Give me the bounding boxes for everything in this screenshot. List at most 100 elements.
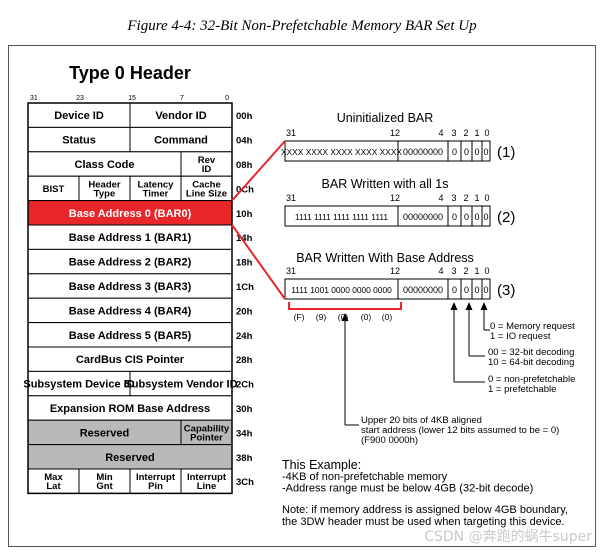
header-cell: Interrupt [187,472,227,483]
bit0-annotation: 0 = Memory request [490,321,575,332]
header-cell: Pointer [190,432,223,443]
header-table-border [27,102,233,495]
bar-diagram-1-tag: (1) [497,144,515,161]
upper20-annotation: Upper 20 bits of 4KB aligned [361,415,482,426]
header-cell: Class Code [75,159,135,171]
header-cell: Subsystem Vendor ID [124,379,237,391]
header-cell: Command [154,135,208,147]
bit3-annotation: 0 = non-prefetchable [488,374,575,385]
bar-diagram-1-field: 0 [452,147,457,157]
header-title: Type 0 Header [69,63,191,83]
bar-diagram-3-field: 0 [474,285,479,295]
header-offset-label: 00h [236,111,253,122]
header-cell: Reserved [105,452,155,464]
bits21-arrow-head [465,302,473,310]
bar-diagram-2-bit-label: 3 [451,193,456,203]
header-cell: Timer [143,188,169,199]
bar0-connector-bottom [231,224,286,300]
header-cell: Base Address 5 (BAR5) [69,330,192,342]
hex-digit-label: (0) [338,312,349,322]
header-offset-label: 28h [236,355,253,366]
bit3-annotation: 1 = prefetchable [488,384,556,395]
upper20-arrow-head [341,313,349,321]
header-row-38h [27,444,233,470]
header-offset-label: 34h [236,428,253,439]
bar-diagram-3-bit-label: 3 [451,266,456,276]
upper20-annotation: (F900 0000h) [361,435,418,446]
bit3-arrow-head [450,302,458,310]
bar-diagram-2-field: 0 [452,212,457,222]
bar-diagram-3-bit-label: 31 [286,266,296,276]
bar-diagram-3-bit-label: 12 [390,266,400,276]
hex-digit-label: (0) [361,312,372,322]
header-cell: Base Address 2 (BAR2) [69,257,192,269]
header-cell: Vendor ID [155,110,206,122]
bar-diagram-3-bit-label: 4 [438,266,443,276]
header-cell: Min [96,472,113,483]
header-cell: Subsystem Device ID [23,379,134,391]
header-cell: Base Address 4 (BAR4) [69,305,192,317]
figure-caption: Figure 4-4: 32-Bit Non-Prefetchable Memo… [127,18,477,34]
bar-diagram-3-bit-label: 0 [484,266,489,276]
header-offset-label: 08h [236,160,253,171]
bar-diagram-1-field: 00000000 [403,147,443,157]
header-offset-label: 38h [236,453,253,464]
header-bit-label: 15 [128,95,136,102]
header-cell: Gnt [96,481,113,492]
header-bit-label: 7 [180,95,184,102]
bar-diagram-2-bit-label: 2 [463,193,468,203]
header-offset-label: 3Ch [236,477,254,488]
header-offset-label: 2Ch [236,380,254,391]
header-cell: Max [44,472,63,483]
header-offset-label: 20h [236,306,253,317]
header-cell: Cache [192,179,221,190]
bar-diagram-2-tag: (2) [497,209,515,226]
header-row-28h [27,346,233,372]
bar-diagram-1-title: Uninitialized BAR [337,111,434,125]
bar-diagram-1-field: XXXX XXXX XXXX XXXX XXXX [281,147,402,157]
bar-diagram-2-field: 00000000 [403,212,443,222]
bits21-annotation: 10 = 64-bit decoding [488,357,574,368]
bar-diagram-1-field: 0 [483,147,488,157]
upper20-bracket [288,302,402,310]
bar-diagram-2-bit-label: 1 [474,193,479,203]
bar-diagram-3-field: 0 [464,285,469,295]
header-cell: Type [94,188,115,199]
header-cell: Line [197,481,217,492]
bar-diagram-1-field: 0 [464,147,469,157]
bar-diagram-1-bit-label: 1 [474,128,479,138]
header-row-18h [27,248,233,275]
bar-diagram-3-field: 1111 1001 0000 0000 0000 [291,285,392,295]
bar-diagram-1-bit-label: 31 [286,128,296,138]
bar-diagram-2-field: 0 [474,212,479,222]
bar0-connector-top [231,140,286,202]
header-cell: Device ID [54,110,104,122]
bar-diagram-3-field: 0 [483,285,488,295]
header-cell: Rev [198,155,216,166]
header-offset-label: 14h [236,233,253,244]
header-cell: Interrupt [136,472,176,483]
header-offset-label: 30h [236,404,253,415]
header-cell: Base Address 3 (BAR3) [69,281,192,293]
bar-diagram-2-field: 0 [464,212,469,222]
header-cell: ID [202,164,212,175]
header-offset-label: 0Ch [236,184,254,195]
header-cell: Base Address 1 (BAR1) [69,232,192,244]
header-cell: Reserved [80,427,130,439]
header-cell: Pin [148,481,163,492]
bits21-annotation: 00 = 32-bit decoding [488,347,574,358]
bar-diagram-2-title: BAR Written with all 1s [322,177,449,191]
hex-digit-label: (0) [382,312,393,322]
bar-diagram-2-bit-label: 4 [438,193,443,203]
hex-digit-label: (F) [294,312,305,322]
bar-diagram-3-bit-label: 2 [463,266,468,276]
example-line: -Address range must be below 4GB (32-bit… [282,483,533,495]
header-cell: Base Address 0 (BAR0) [69,208,192,220]
bar-diagram-1-bit-label: 12 [390,128,400,138]
header-row-10h [27,200,233,226]
header-bit-label: 0 [225,95,229,102]
header-cell: Expansion ROM Base Address [50,403,210,415]
note-text: Note: if memory address is assigned belo… [282,504,568,516]
header-cell: Line Size [186,188,227,199]
